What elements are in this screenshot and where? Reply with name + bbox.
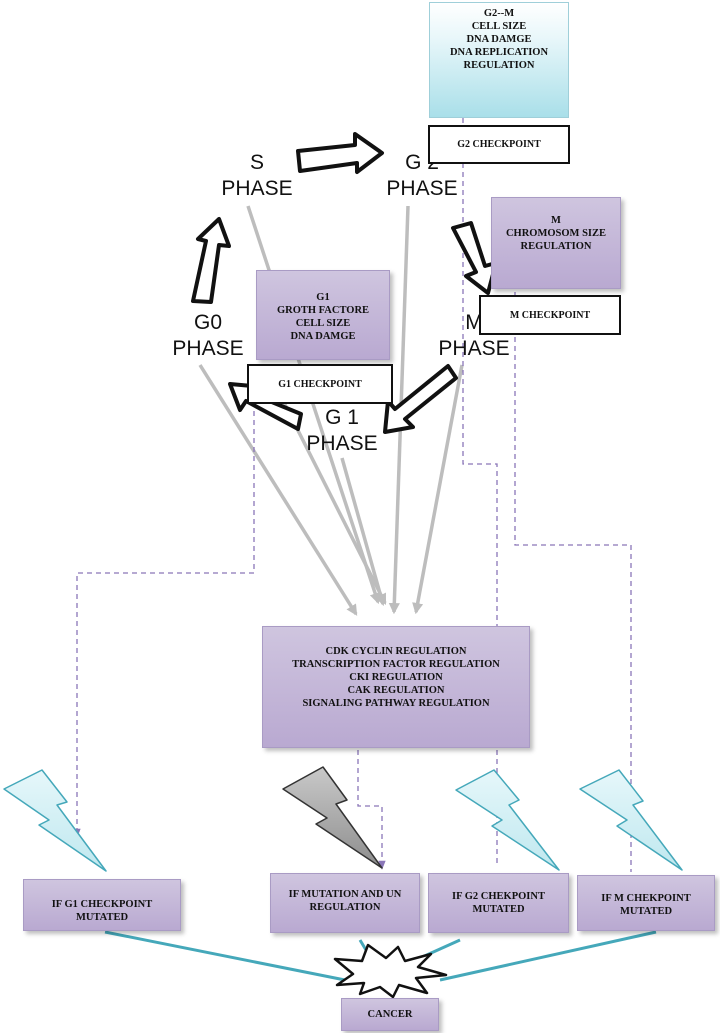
arrow-g1box-to-regulation (263, 364, 387, 606)
lightning-bolt-teal-3-icon (579, 769, 683, 871)
g2-checkpoint-box: G2 CHECKPOINT (428, 125, 570, 164)
arrow-g1-to-regulation (340, 457, 386, 607)
cycle-arrow-g2-to-m (451, 221, 498, 295)
dash-m-to-if-m (514, 265, 632, 872)
dash-g1-checkpoint-to-if-g1 (73, 402, 255, 838)
cycle-arrow-s-to-g2 (296, 132, 384, 174)
arrow-m-to-regulation (412, 364, 464, 615)
g1-checkpoint-box: G1 CHECKPOINT (247, 364, 393, 404)
arrow-g0-to-regulation (198, 364, 358, 616)
lightning-bolt-teal-2-icon (455, 769, 560, 871)
cancer-box: CANCER (341, 998, 439, 1031)
line-if-m-to-cancer (439, 930, 657, 982)
lightning-bolt-gray-icon (282, 766, 383, 869)
line-if-g1-to-cancer (104, 930, 346, 982)
cycle-arrow-m-to-g1 (383, 364, 458, 434)
cycle-arrow-g0-to-s (191, 217, 231, 304)
lightning-bolt-teal-1-icon (3, 769, 107, 872)
dash-regulation-to-if-mutation (357, 750, 386, 870)
m-checkpoint-box: M CHECKPOINT (479, 295, 621, 335)
phase-to-regulation-arrows (198, 205, 464, 616)
cancer-starburst-icon (333, 943, 448, 999)
lightning-bolts (3, 766, 683, 872)
